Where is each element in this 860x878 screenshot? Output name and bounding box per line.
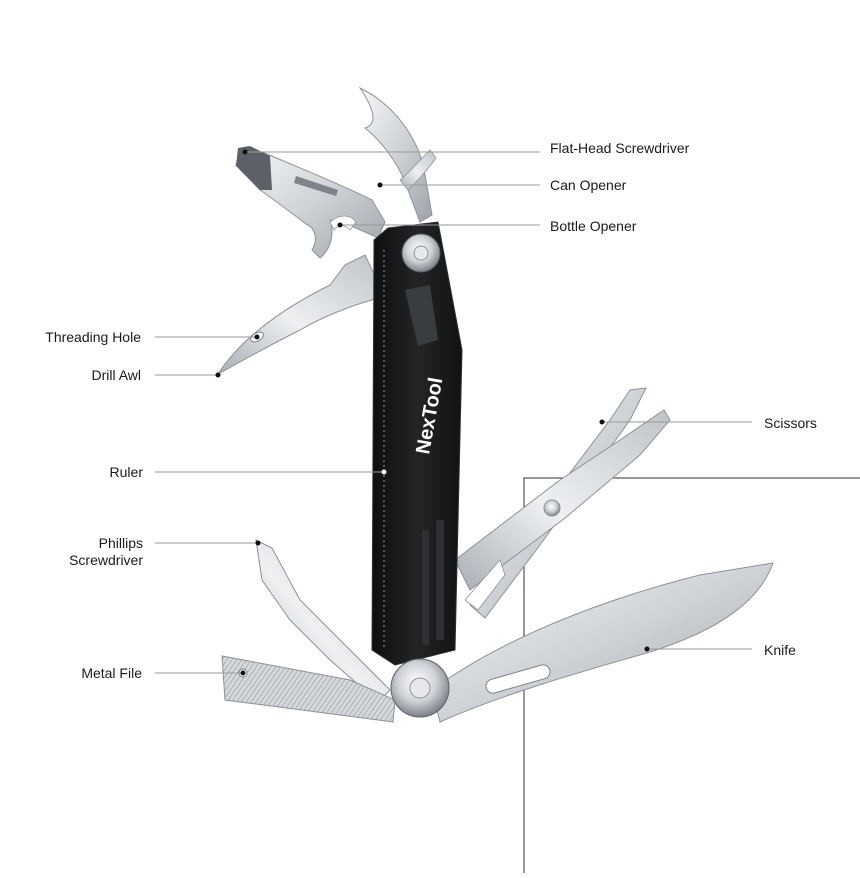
drill-awl-blade xyxy=(217,254,383,375)
scissors-blade-b xyxy=(454,409,671,591)
label-bottle-opener: Bottle Opener xyxy=(550,218,637,234)
label-phillips-line1: Phillips xyxy=(98,535,143,551)
leader-lines xyxy=(155,151,752,674)
label-metal-file: Metal File xyxy=(81,665,142,681)
label-can-opener: Can Opener xyxy=(550,177,627,193)
slot xyxy=(294,176,338,196)
label-scissors: Scissors xyxy=(764,415,817,431)
bottle-notch xyxy=(329,215,357,231)
handle-groove-1 xyxy=(436,520,444,640)
frame-line xyxy=(523,477,860,873)
scissors-pivot xyxy=(543,499,561,517)
label-flat-head-screwdriver: Flat-Head Screwdriver xyxy=(550,140,690,156)
scissors-handle xyxy=(464,559,506,611)
label-phillips-line2: Screwdriver xyxy=(69,552,143,568)
knife-thumb-hole xyxy=(485,664,551,694)
label-knife: Knife xyxy=(764,642,796,658)
leader-dots xyxy=(215,149,650,676)
handle-groove-2 xyxy=(422,530,429,645)
hook-blade xyxy=(358,86,433,223)
metal-file xyxy=(221,655,396,723)
label-threading-hole: Threading Hole xyxy=(45,329,141,345)
label-ruler: Ruler xyxy=(109,464,143,480)
handle-inlay xyxy=(405,285,438,346)
label-drill-awl: Drill Awl xyxy=(91,367,141,383)
flat-head-tip xyxy=(236,146,272,190)
bottle-opener-tool xyxy=(235,149,386,259)
